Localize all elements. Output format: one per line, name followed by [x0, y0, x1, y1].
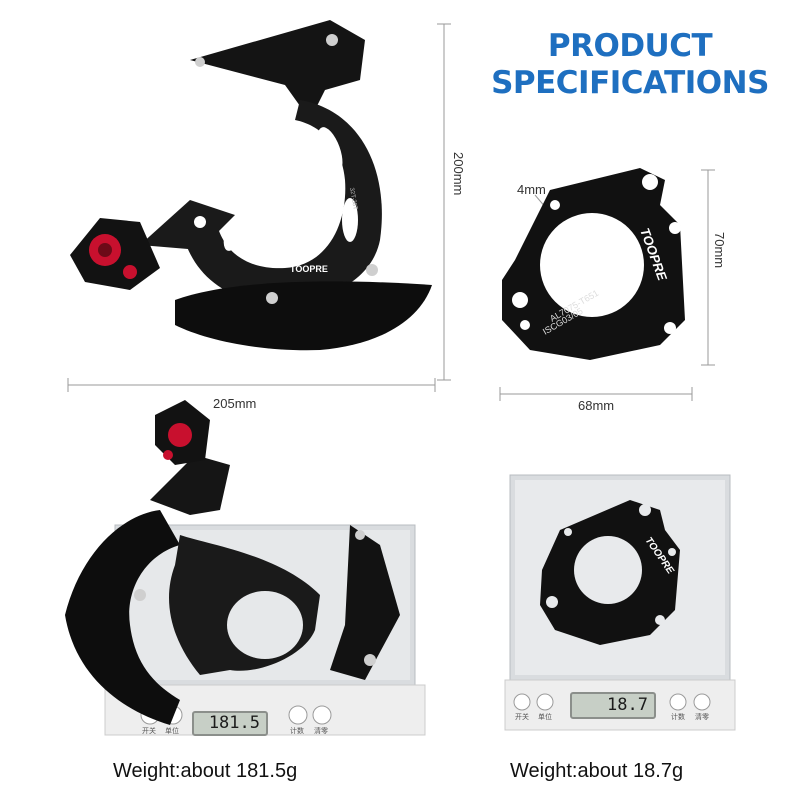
- iscg-adapter-diagram: TOOPRE ISCG03/05 AL7075-T651: [499, 168, 715, 401]
- roller-arm: [140, 200, 235, 250]
- dim-adapter-thickness: 4mm: [517, 182, 546, 197]
- page-title-line1: PRODUCT: [547, 28, 713, 64]
- dim-guide-height: 200mm: [451, 152, 466, 196]
- dim-adapter-height: 70mm: [712, 232, 727, 269]
- left-scale-btn-label: 计数: [290, 726, 304, 735]
- bash-guard: [175, 281, 432, 351]
- dim-adapter-width: 68mm: [578, 398, 615, 413]
- left-scale-btn-label: 清零: [314, 726, 328, 735]
- guide-size-text: 32T-38T: [348, 187, 358, 210]
- left-scale-photo: 开关 单位 计数 清零: [65, 400, 426, 736]
- right-scale-btn-label: 单位: [538, 712, 552, 721]
- right-scale-display: 18.7: [570, 692, 656, 719]
- dim-guide-width: 205mm: [213, 396, 257, 411]
- left-scale-btn-label: 开关: [142, 726, 156, 735]
- chain-guide-diagram: TOOPRE 32T-38T: [67, 20, 451, 392]
- right-scale-btn-label: 清零: [695, 712, 709, 721]
- right-scale-photo: 开关 单位 计数 清零 TOOPRE: [504, 474, 736, 731]
- left-scale-btn-label: 单位: [165, 726, 179, 735]
- page-title-line2: SPECIFICATIONS: [491, 65, 769, 101]
- guide-upper-arm: [190, 20, 365, 120]
- right-weight-caption: Weight:about 18.7g: [510, 760, 684, 782]
- right-scale-btn-label: 计数: [671, 712, 685, 721]
- left-weight-caption: Weight:about 181.5g: [113, 760, 298, 782]
- right-scale-btn-label: 开关: [515, 712, 529, 721]
- guide-brand-text: TOOPRE: [290, 264, 328, 274]
- left-scale-display: 181.5: [192, 711, 268, 736]
